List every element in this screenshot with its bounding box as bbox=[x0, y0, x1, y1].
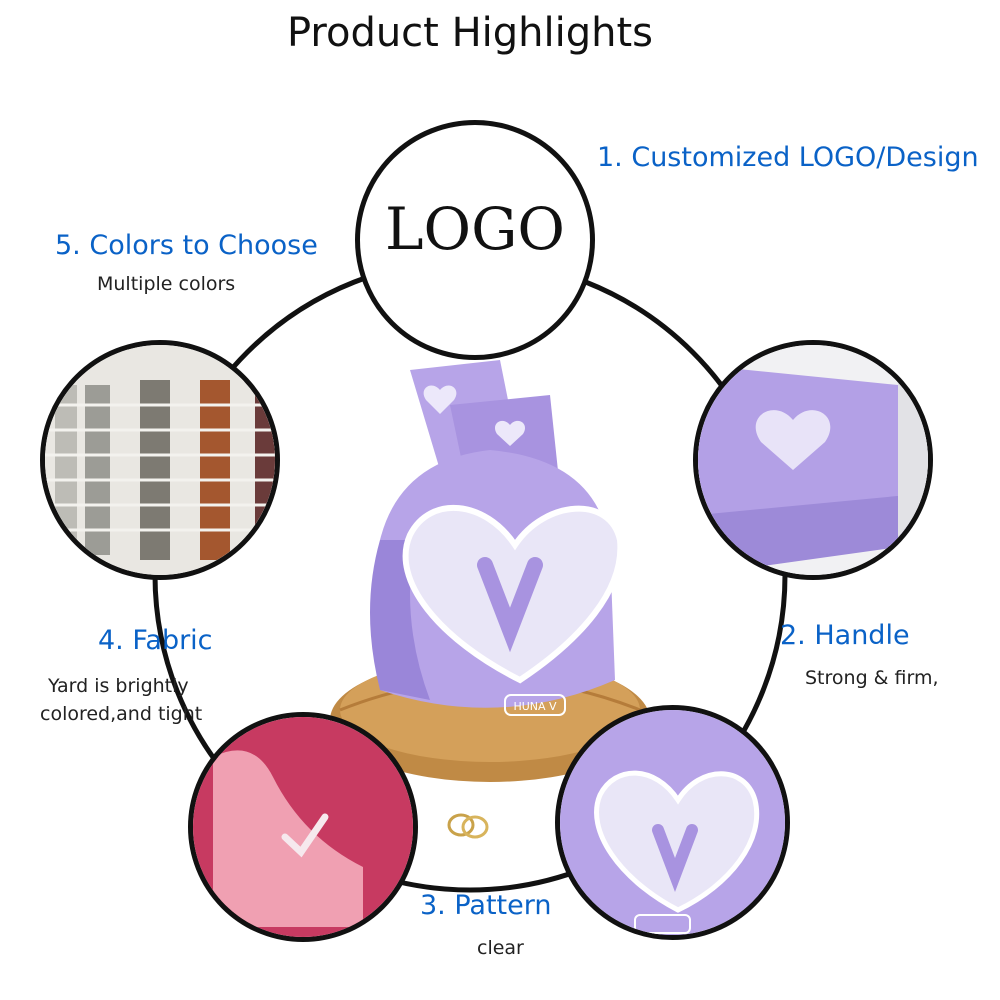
bag-tag-label: HUNA V bbox=[513, 700, 557, 713]
feature-2-title: 2. Handle bbox=[780, 620, 910, 651]
feature-3-subtitle: clear bbox=[477, 937, 524, 959]
feature-4-subtitle-line-1: Yard is brightly bbox=[48, 675, 189, 697]
fabric-detail-circle bbox=[188, 712, 418, 942]
logo-circle: LOGO bbox=[355, 120, 595, 360]
feature-4-title: 4. Fabric bbox=[98, 625, 213, 656]
handle-closeup-image bbox=[698, 345, 928, 575]
product-bag-image: HUNA V bbox=[330, 360, 650, 782]
fabric-closeup-image bbox=[193, 717, 413, 937]
color-swatch-circle bbox=[40, 340, 280, 580]
pattern-closeup-image bbox=[560, 710, 785, 935]
color-card-image bbox=[45, 345, 275, 575]
page-title: Product Highlights bbox=[286, 10, 653, 56]
feature-4-subtitle-line-2: colored,and tight bbox=[40, 703, 203, 725]
feature-2-subtitle: Strong & firm, bbox=[805, 667, 939, 689]
logo-text: LOGO bbox=[385, 195, 565, 263]
feature-3-title: 3. Pattern bbox=[420, 890, 552, 921]
handle-detail-circle bbox=[693, 340, 933, 580]
feature-5-subtitle: Multiple colors bbox=[97, 273, 236, 295]
feature-5-title: 5. Colors to Choose bbox=[55, 230, 318, 261]
feature-1-title: 1. Customized LOGO/Design bbox=[597, 142, 979, 173]
gold-rings-image bbox=[447, 813, 489, 839]
pattern-detail-circle bbox=[555, 705, 790, 940]
